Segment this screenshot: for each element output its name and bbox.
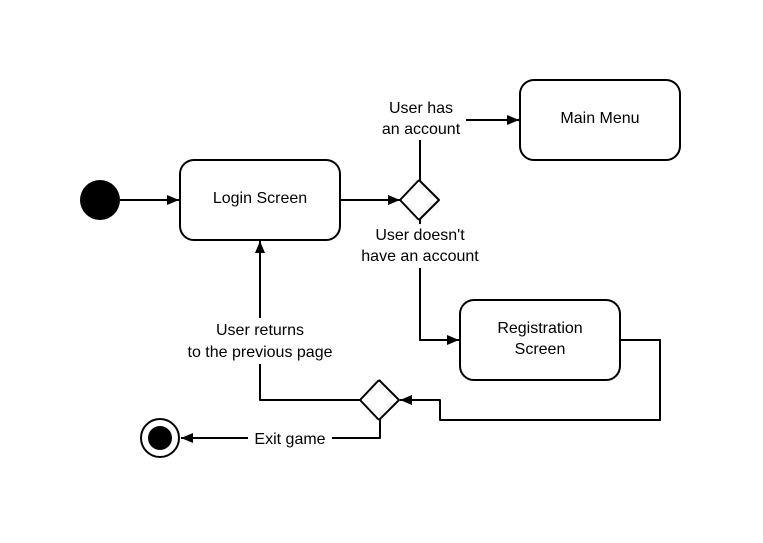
edge-label-has-account-line2: an account [382,121,461,138]
label-bg-has-account [376,96,466,140]
label-bg-no-account [352,224,488,268]
edge-label-has-account-line1: User has [389,100,453,117]
initial-node [80,180,120,220]
registration-label-line1: Registration [497,320,582,337]
login-screen-label: Login Screen [213,190,307,207]
edge-label-no-account-line2: have an account [361,248,479,265]
edge-label-returns-line2: to the previous page [188,344,333,361]
final-node [140,418,180,458]
registration-screen-node: Registration Screen [459,299,621,381]
edge-label-returns-line1: User returns [216,322,304,339]
decision-node-return [359,379,400,421]
label-bg-exit [248,428,332,448]
edge-decision-to-login [255,241,360,401]
edge-label-exit: Exit game [254,431,325,448]
main-menu-node: Main Menu [519,79,681,161]
label-bg-returns [176,318,344,364]
edge-decision-to-end [181,420,381,443]
main-menu-label: Main Menu [560,110,639,127]
edge-registration-to-decision [400,339,661,421]
login-screen-node: Login Screen [179,159,341,241]
decision-node-account [399,179,440,221]
registration-label-line2: Screen [515,341,566,358]
edge-label-no-account-line1: User doesn't [375,227,465,244]
